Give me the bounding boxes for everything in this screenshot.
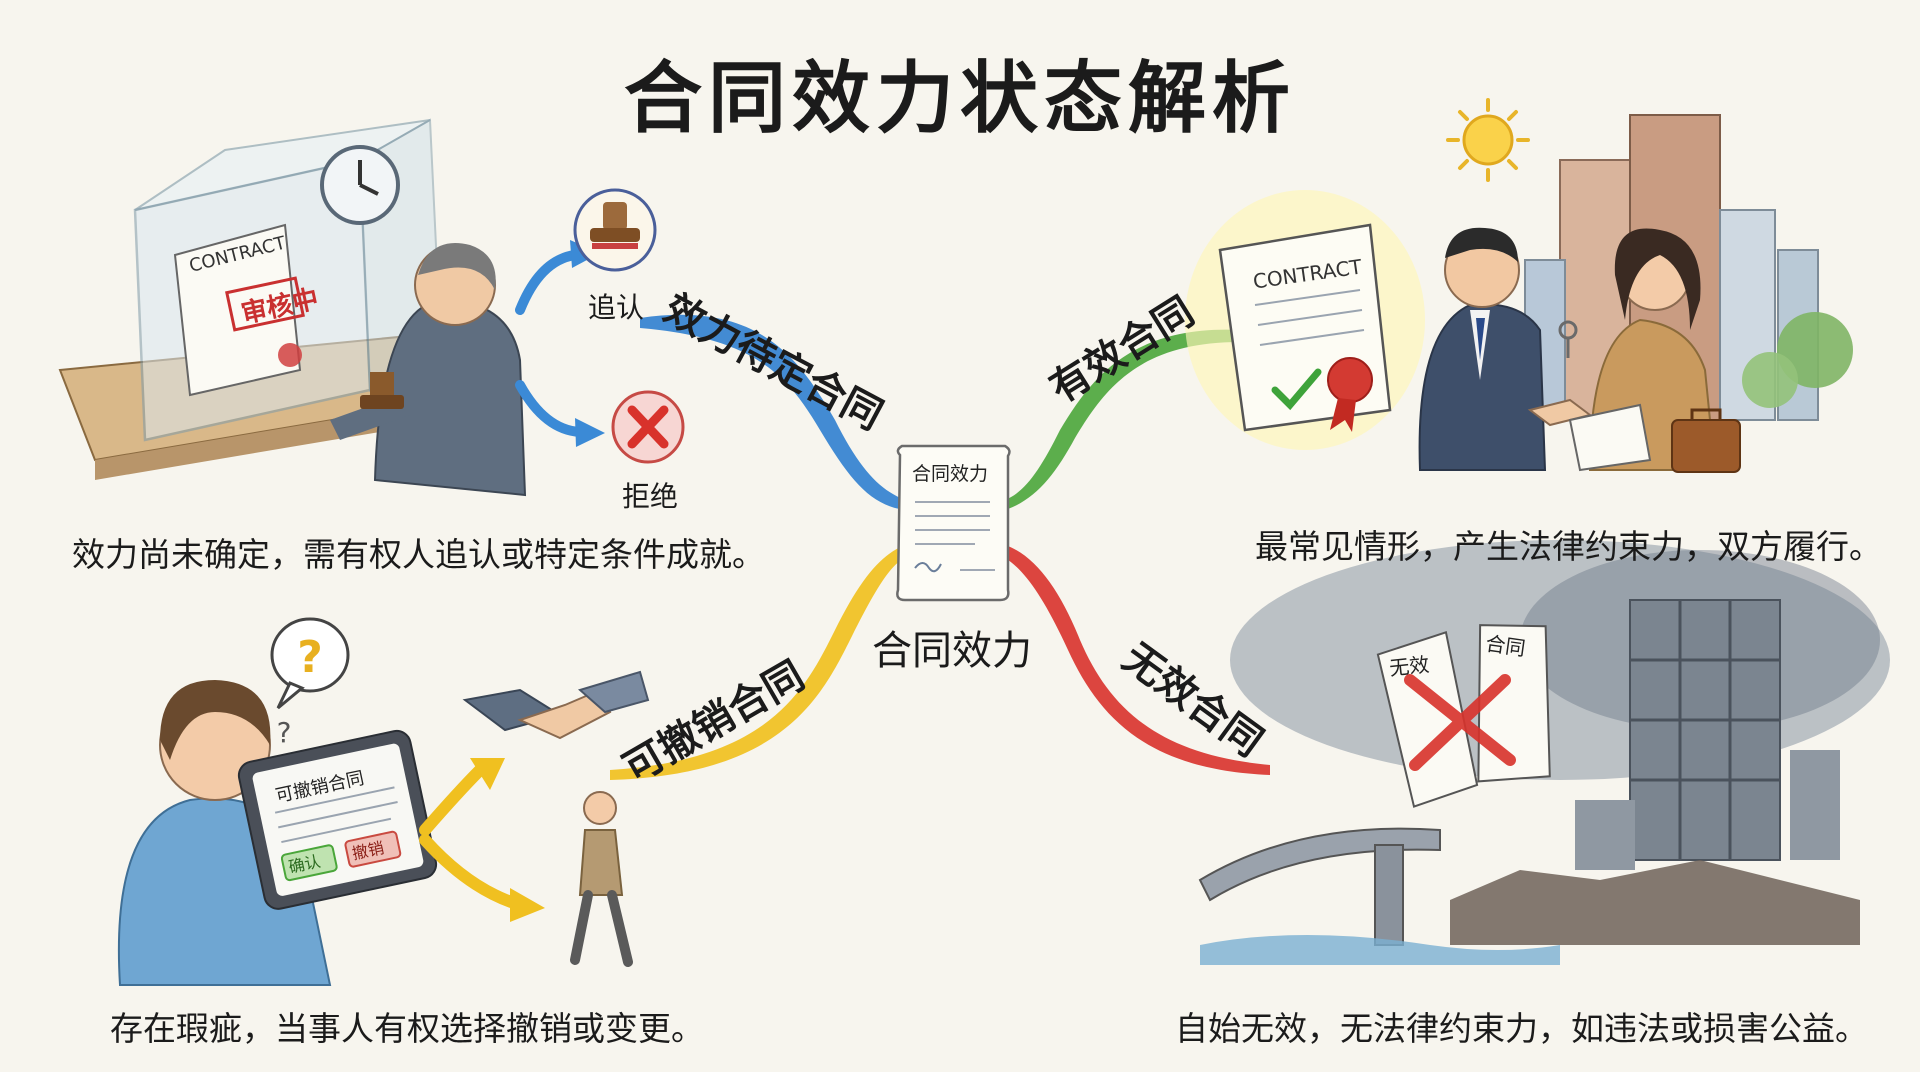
void-scene	[1198, 540, 1890, 965]
seal-icon	[1327, 357, 1373, 432]
clock-icon	[320, 145, 400, 225]
pending-description: 效力尚未确定，需有权人追认或特定条件成就。	[72, 535, 765, 574]
void-description: 自始无效，无法律约束力，如违法或损害公益。	[1175, 1009, 1868, 1048]
sun-icon	[1446, 98, 1530, 182]
svg-text:?: ?	[297, 632, 323, 683]
void-paper-right-text: 合同	[1484, 631, 1527, 660]
valid-description: 最常见情形，产生法律约束力，双方履行。	[1255, 527, 1882, 566]
question-icon: ? ?	[270, 617, 350, 749]
pending-scene	[58, 118, 685, 497]
reject-x-icon	[611, 390, 685, 464]
valid-scene	[1185, 98, 1853, 473]
briefcase-icon	[1671, 408, 1741, 473]
check-icon	[1271, 368, 1322, 411]
void-paper-left-text: 无效	[1388, 652, 1430, 680]
option-ratify-label: 追认	[588, 291, 645, 324]
branch-curve-void	[1005, 545, 1270, 775]
branch-curve-voidable	[610, 545, 905, 780]
center-document	[896, 444, 1011, 602]
svg-text:?: ?	[277, 716, 292, 749]
branch-curve-pending	[640, 314, 905, 510]
voidable-scene: ? ?	[117, 617, 650, 986]
voidable-description: 存在瑕疵，当事人有权选择撤销或变更。	[110, 1009, 704, 1048]
option-reject-label: 拒绝	[622, 480, 679, 513]
stamp-icon	[573, 188, 657, 272]
branch-curve-valid	[1005, 329, 1240, 510]
key-icon	[1558, 320, 1578, 358]
page-title: 合同效力状态解析	[623, 54, 1296, 144]
center-document-label: 合同效力	[912, 463, 988, 485]
center-node-label: 合同效力	[872, 628, 1032, 674]
